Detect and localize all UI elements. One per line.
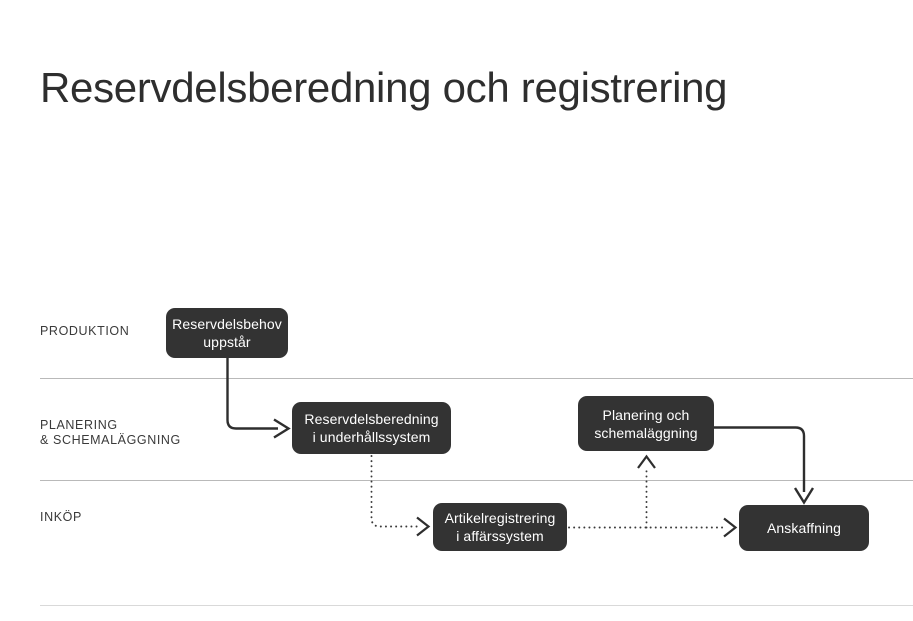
lane-divider-produktion-planering [40,378,913,379]
lane-divider-planering-inkop [40,480,913,481]
page-title: Reservdelsberedning och registrering [40,64,728,111]
node-reservdelsbehov[interactable]: Reservdelsbehov uppstår [166,308,288,358]
node-anskaffning[interactable]: Anskaffning [739,505,869,551]
arrowhead-behov-to-beredning [273,418,291,439]
node-planering-schemalaggning[interactable]: Planering och schemaläggning [578,396,714,451]
node-reservdelsberedning[interactable]: Reservdelsberedning i underhållssystem [292,402,451,454]
lane-divider-bottom [40,605,913,606]
arrowhead-artikel-to-anskaffning [723,517,738,538]
node-artikelregistrering[interactable]: Artikelregistrering i affärssystem [433,503,567,551]
connector-planering-to-anskaffning [714,426,806,492]
arrowhead-beredning-to-artikel [416,516,431,537]
lane-label-inkop: INKÖP [40,510,82,524]
lane-label-planering: PLANERING & SCHEMALÄGGNING [40,418,181,447]
connector-beredning-to-artikel [370,455,420,528]
lane-label-produktion: PRODUKTION [40,324,130,338]
connector-behov-to-beredning [226,358,278,430]
arrowhead-planering-to-anskaffning [793,487,815,505]
arrowhead-artikel-to-planering [637,454,656,469]
